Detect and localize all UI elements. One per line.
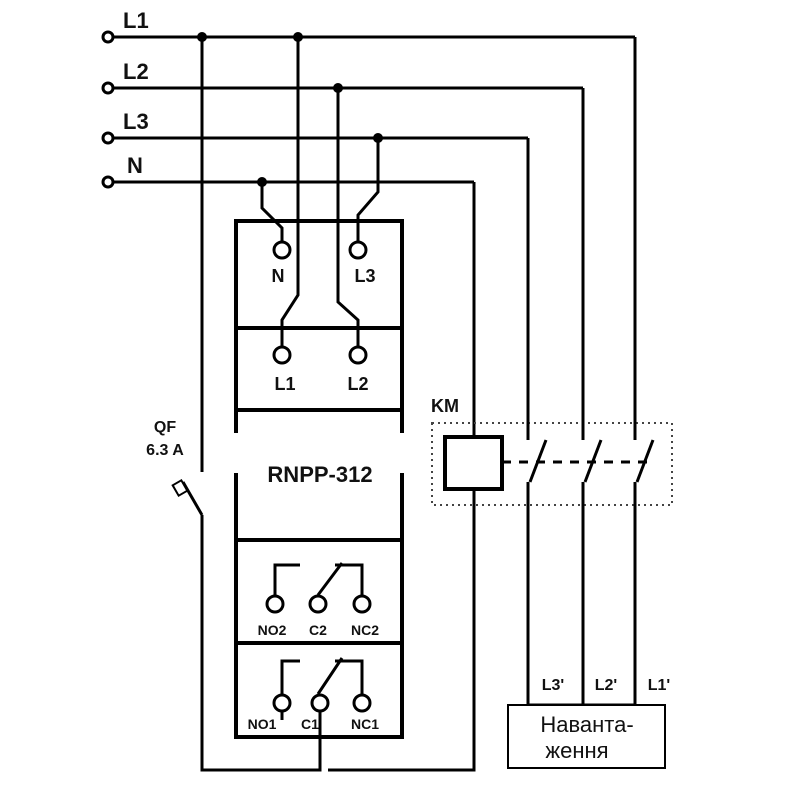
breaker-name: QF [154, 419, 176, 436]
label-l3: L3 [123, 109, 149, 134]
label-n: N [127, 153, 143, 178]
relay-label-n: N [272, 266, 285, 286]
relay-label-l3: L3 [354, 266, 375, 286]
load-input-l2: L2' [595, 677, 617, 694]
relay-terminal-no2 [265, 594, 285, 614]
contact2-blade [316, 562, 344, 596]
breaker-qf: QF 6.3 A [146, 37, 322, 772]
contactor-pole-l3-blade [528, 439, 548, 483]
terminal-l3-input [101, 131, 115, 145]
relay-terminal-nc2 [352, 594, 372, 614]
wire-l1-to-relay [280, 37, 300, 346]
relay-label-nc1: NC1 [351, 716, 379, 732]
wire-l2-to-relay [336, 88, 360, 346]
breaker-trip-element [171, 478, 189, 498]
contactor-coil [443, 435, 504, 491]
relay-label-no2: NO2 [258, 622, 287, 638]
relay-label-no1: NO1 [248, 716, 277, 732]
contact1-no-symbol [280, 659, 300, 695]
terminal-n-input [101, 175, 115, 189]
relay-label-nc2: NC2 [351, 622, 379, 638]
relay-terminal-n [272, 240, 292, 260]
wire-coil-return [328, 490, 476, 772]
label-l2: L2 [123, 59, 149, 84]
breaker-rating: 6.3 A [146, 442, 184, 459]
load: L3' L2' L1' Наванта- ження [507, 677, 670, 769]
relay-label-c1: C1 [301, 716, 319, 732]
relay-label-c2: C2 [309, 622, 327, 638]
relay-terminal-no1 [272, 693, 292, 713]
label-l1: L1 [123, 8, 149, 33]
contact1-blade [316, 657, 344, 695]
contact2-no-symbol [273, 563, 300, 595]
load-label-line2: ження [545, 738, 608, 763]
relay-terminal-c2 [308, 594, 328, 614]
contactor-pole-l1-blade [635, 439, 655, 483]
contact1-nc-symbol [335, 659, 364, 695]
relay-terminal-l2 [348, 345, 368, 365]
load-input-l3: L3' [542, 677, 564, 694]
load-box [507, 704, 666, 769]
relay-model-label: RNPP-312 [267, 462, 372, 487]
wire-qf-to-c1 [200, 515, 322, 772]
relay-terminal-c1 [310, 693, 330, 713]
contactor-name: KM [431, 396, 459, 416]
terminal-l1-input [101, 30, 115, 44]
relay-rnpp-312: RNPP-312 N L3 L1 L2 NO2 C2 NC2 NO1 C1 [234, 37, 404, 739]
load-label-line1: Наванта- [540, 712, 633, 737]
contactor-dotted-frame [431, 422, 673, 506]
relay-terminal-l1 [272, 345, 292, 365]
terminal-l2-input [101, 81, 115, 95]
contactor-pole-l2-blade [583, 439, 603, 483]
wire-n-to-relay [260, 182, 284, 242]
contactor-km: KM [431, 37, 673, 700]
wire-l3-to-relay [356, 138, 380, 242]
relay-terminal-nc1 [352, 693, 372, 713]
load-input-l1: L1' [648, 677, 670, 694]
relay-terminal-l3 [348, 240, 368, 260]
relay-label-l1: L1 [274, 374, 295, 394]
contact2-nc-symbol [335, 563, 364, 595]
relay-label-l2: L2 [347, 374, 368, 394]
supply-bus: L1 L2 L3 N [101, 8, 635, 189]
